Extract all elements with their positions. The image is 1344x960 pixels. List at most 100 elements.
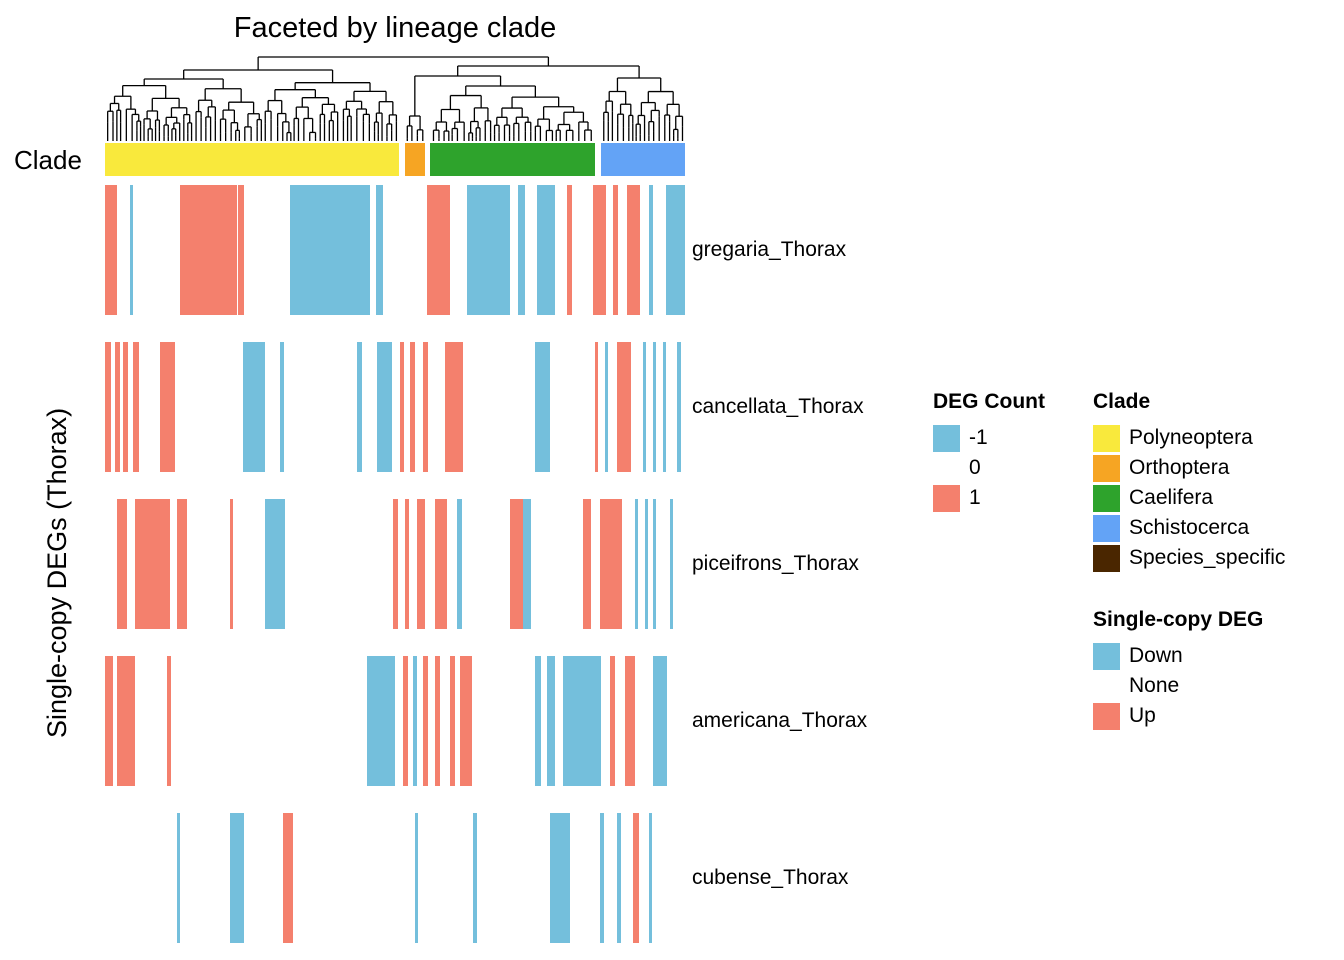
heatmap-segment [356, 342, 362, 472]
legend-item-label: 0 [969, 456, 981, 479]
heatmap-row-cubense_Thorax [105, 813, 685, 943]
legend-swatch [1093, 702, 1120, 730]
heatmap-segment [230, 499, 234, 629]
row-label-cubense_Thorax: cubense_Thorax [692, 866, 849, 889]
heatmap-segment [117, 499, 128, 629]
heatmap-segment [523, 499, 532, 629]
legend-swatch [1093, 454, 1120, 482]
heatmap-segment [604, 342, 608, 472]
heatmap-segment [466, 185, 510, 315]
heatmap-segment [649, 813, 652, 943]
heatmap-segment [625, 656, 636, 786]
heatmap-segment [610, 656, 616, 786]
legend-swatch [933, 454, 960, 482]
legend-item-down: Down [1093, 641, 1263, 671]
legend-title: Clade [1093, 390, 1151, 413]
row-label-gregaria_Thorax: gregaria_Thorax [692, 238, 847, 261]
heatmap-segment [393, 499, 399, 629]
heatmap-segment [595, 342, 598, 472]
heatmap-segment [653, 342, 656, 472]
legend-item-schistocerca: Schistocerca [1093, 513, 1285, 543]
legend-item-label: Orthoptera [1129, 456, 1230, 479]
clade-bar-segment-orthoptera [404, 143, 426, 176]
legend-item-0: 0 [933, 453, 1045, 483]
heatmap-segment [283, 813, 293, 943]
heatmap-segment [676, 342, 681, 472]
legend-swatch [1093, 544, 1120, 572]
heatmap-segment [649, 185, 654, 315]
heatmap-segment [160, 342, 176, 472]
heatmap-segment [472, 813, 477, 943]
heatmap-segment [135, 499, 170, 629]
heatmap-segment [122, 342, 129, 472]
clade-bar-segment-schistocerca [600, 143, 685, 176]
heatmap-segment [414, 813, 418, 943]
legend-item-none: None [1093, 671, 1263, 701]
y-axis-label: Single-copy DEGs (Thorax) [42, 407, 72, 738]
legend-swatch [1093, 642, 1120, 670]
heatmap-segment [105, 656, 114, 786]
heatmap-segment [599, 499, 622, 629]
clade-bar [105, 143, 685, 176]
legend-item-polyneoptera: Polyneoptera [1093, 423, 1285, 453]
heatmap-segment [280, 342, 285, 472]
heatmap-segment [265, 499, 285, 629]
chart-title: Faceted by lineage clade [233, 12, 557, 44]
heatmap-segment [450, 656, 456, 786]
heatmap-segment [117, 656, 136, 786]
legend-item-label: Down [1129, 644, 1183, 667]
heatmap-row-cancellata_Thorax [105, 342, 685, 472]
heatmap-segment [375, 185, 383, 315]
heatmap-segment [653, 499, 656, 629]
heatmap-segment [377, 342, 393, 472]
heatmap-segment [422, 656, 429, 786]
heatmap-segment [563, 656, 602, 786]
heatmap-segment [422, 342, 429, 472]
heatmap-segment [643, 342, 647, 472]
heatmap-segment [457, 499, 463, 629]
legend-swatch [1093, 484, 1120, 512]
row-label-piceifrons_Thorax: piceifrons_Thorax [692, 552, 859, 575]
heatmap-segment [534, 656, 541, 786]
legend-item-label: Polyneoptera [1129, 426, 1253, 449]
heatmap-segment [243, 342, 266, 472]
heatmap-segment [635, 499, 638, 629]
heatmap-segment [403, 656, 409, 786]
heatmap-segment [632, 813, 639, 943]
heatmap-segment [114, 342, 121, 472]
heatmap-segment [509, 499, 523, 629]
dendrogram [107, 56, 684, 141]
legend-item-label: Species_specific [1129, 546, 1286, 569]
heatmap-segment [132, 342, 139, 472]
heatmap-segment [599, 813, 604, 943]
heatmap-segment [567, 185, 573, 315]
heatmap-segment [129, 185, 134, 315]
heatmap-segment [582, 499, 592, 629]
legend-item-species-specific: Species_specific [1093, 543, 1285, 573]
heatmap-segment [665, 185, 685, 315]
heatmap-segment [404, 499, 409, 629]
heatmap-row-gregaria_Thorax [105, 185, 685, 315]
heatmap-segment [549, 813, 570, 943]
heatmap-segment [592, 185, 606, 315]
heatmap-segment [435, 656, 441, 786]
row-label-cancellata_Thorax: cancellata_Thorax [692, 395, 864, 418]
legend-item-label: Caelifera [1129, 486, 1214, 509]
heatmap-segment [176, 813, 180, 943]
heatmap-segment [613, 185, 619, 315]
heatmap-segment [179, 185, 237, 315]
heatmap-segment [290, 185, 371, 315]
legend-item-label: -1 [969, 426, 988, 449]
heatmap-segment [444, 342, 463, 472]
heatmap-segment [105, 342, 111, 472]
heatmap-segment [534, 342, 550, 472]
legend-item-orthoptera: Orthoptera [1093, 453, 1285, 483]
heatmap-segment [644, 499, 648, 629]
heatmap-segment [459, 656, 473, 786]
heatmap-segment [410, 342, 416, 472]
heatmap-segment [435, 499, 448, 629]
legend-swatch [1093, 424, 1120, 452]
heatmap-segment [653, 656, 667, 786]
legend-title: Single-copy DEG [1093, 608, 1264, 631]
